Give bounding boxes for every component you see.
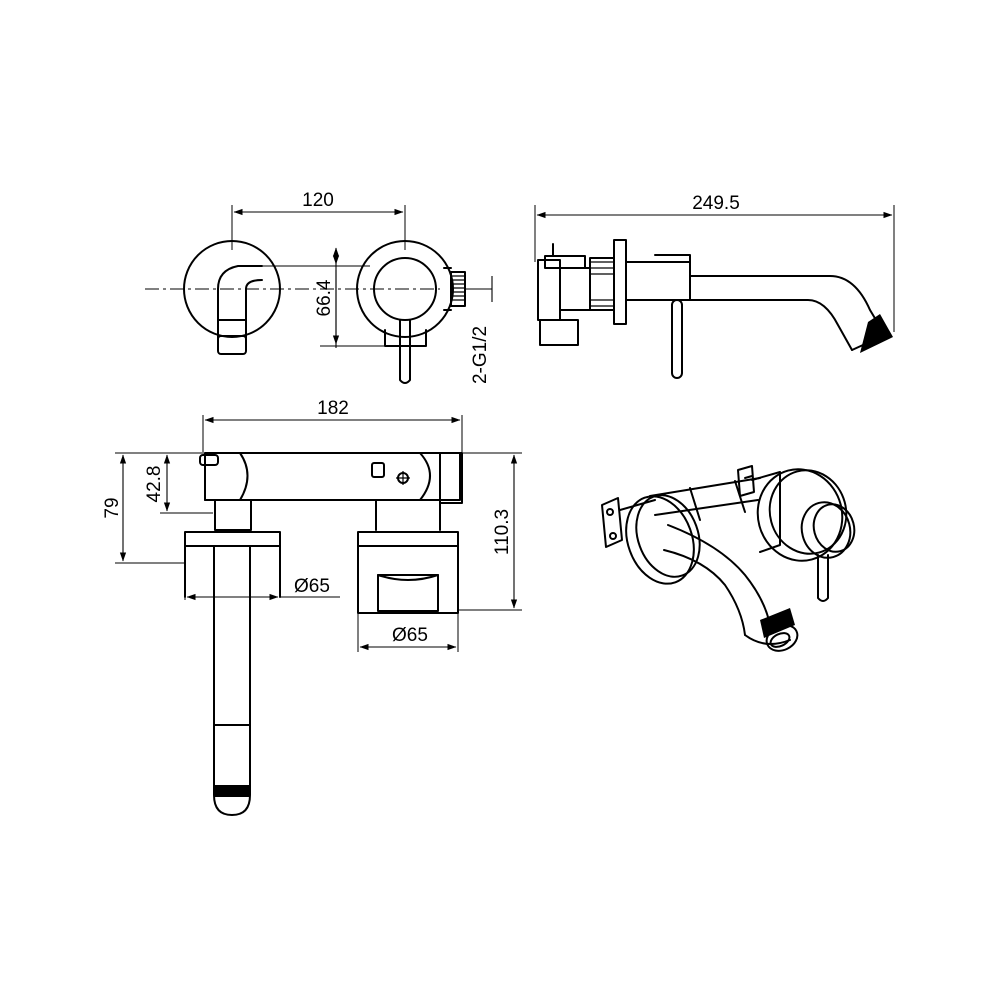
dim-text-thread: 2-G1/2 (470, 326, 491, 384)
dim-text-dia-left: Ø65 (294, 576, 330, 597)
isometric-view (601, 465, 856, 652)
dim-text-66: 66.4 (314, 279, 335, 316)
front-view: 120 66.4 2-G1/2 (145, 190, 493, 384)
dim-text-182: 182 (317, 398, 349, 419)
mixer-handle-cap (373, 257, 437, 321)
plan-view: 182 79 42.8 110.3 Ø65 Ø65 (102, 398, 522, 816)
dim-text-42: 42.8 (144, 466, 165, 503)
dim-text-dia-right: Ø65 (392, 625, 428, 646)
dim-text-79: 79 (102, 497, 123, 518)
dim-text-120: 120 (302, 190, 334, 211)
dim-text-110: 110.3 (492, 509, 513, 555)
side-view: 249.5 (534, 193, 895, 379)
dim-text-249: 249.5 (692, 193, 740, 214)
